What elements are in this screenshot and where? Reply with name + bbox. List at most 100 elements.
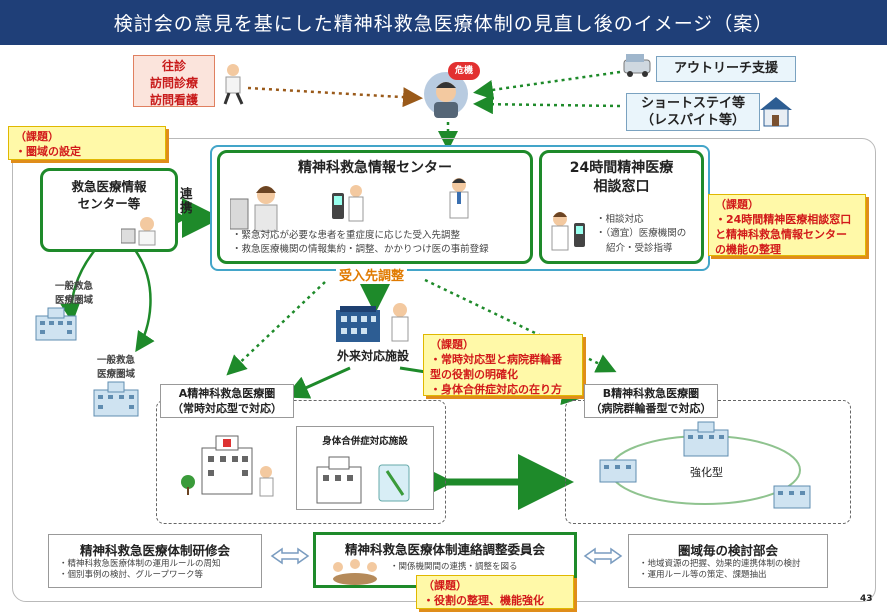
issue-role-organization: （課題） ・役割の整理、機能強化	[416, 575, 574, 609]
physical-complication-icon	[316, 456, 410, 504]
issue-bottom-body: ・役割の整理、機能強化	[423, 593, 544, 607]
home-visit-line-3: 訪問看護	[149, 92, 198, 107]
psych-center-bullets: ・緊急対応が必要な患者を重症度に応じた受入先調整 ・救急医療機関の情報集約・調整…	[232, 229, 528, 258]
doctor-walking-icon	[223, 64, 244, 105]
training-title: 精神科救急医療体制研修会	[79, 543, 230, 558]
home-visit-line-2: 訪問診療	[149, 75, 198, 90]
regional-bullet-1: ・地域資源の把握、効果的連携体制の検討	[639, 559, 801, 569]
area-b-subtitle: （病院群輪番型で対応）	[590, 401, 712, 415]
arrow-training-liaison	[270, 547, 310, 565]
hotline-box: 24時間精神医療 相談窓口 ・相談対応 ・（適宜）医療機関の 紹介・受診指導	[539, 150, 704, 264]
physical-complication-label: 身体合併症対応施設	[322, 436, 408, 447]
arrow-outpatient-to-area-a	[284, 366, 351, 399]
outreach-car-icon	[623, 54, 651, 77]
issue-area-body: ・圏域の設定	[15, 144, 81, 158]
training-bullet-1: ・精神科救急医療体制の運用ルールの周知	[59, 559, 221, 569]
area-b-core-label: 強化型	[690, 466, 723, 479]
general-area-1-label: 一般救急 医療圏域	[54, 281, 93, 307]
clinic-building-icon	[336, 303, 409, 342]
arrow-shortstay-to-patient	[473, 94, 621, 115]
psych-center-bullet-2: ・救急医療機関の情報集約・調整、かかりつけ医の事前登録	[232, 244, 489, 256]
arrow-homevisit-to-patient	[247, 86, 423, 108]
issue-role-clarification: （課題） ・常時対応型と病院群輪番 型の役割の明確化 ・身体合併症対応の在り方	[423, 334, 583, 396]
acceptance-label: 受入先調整	[336, 265, 408, 284]
hotline-bullet-2: ・（適宜）医療機関の	[596, 228, 687, 240]
regional-subcommittee-box: 圏域毎の検討部会 ・地域資源の把握、効果的連携体制の検討 ・運用ルール等の策定、…	[628, 534, 828, 588]
area-b-hospital-left-icon	[599, 459, 637, 483]
hotline-title: 24時間精神医療 相談窓口	[542, 159, 701, 197]
phone-doctor-icon	[332, 185, 364, 222]
training-bullets: ・精神科救急医療体制の運用ルールの周知 ・個別事例の検討、グループワーク等	[49, 559, 261, 582]
emergency-info-center-box: 救急医療情報 センター等	[40, 168, 178, 252]
liaison-bullet-1: ・関係機関間の連携・調整を図る	[390, 562, 518, 572]
hotline-bullets: ・相談対応 ・（適宜）医療機関の 紹介・受診指導	[596, 213, 704, 256]
crisis-badge: 危機	[448, 62, 480, 80]
issue-hotline-head: （課題）	[715, 198, 759, 211]
arrow-outreach-to-patient	[473, 70, 621, 100]
renkei-label: 連携	[180, 186, 193, 216]
regional-bullet-2: ・運用ルール等の策定、課題抽出	[639, 570, 767, 581]
general-area-1-hospital-icon	[34, 306, 78, 342]
issue-mid-line-3: ・身体合併症対応の在り方	[430, 382, 562, 396]
psych-info-center-box: 精神科救急情報センター ・緊急対応が必要な患者を重症度に応じた受入先調整 ・救急…	[217, 150, 533, 264]
shortstay-box: ショートステイ等 （レスパイト等）	[626, 93, 760, 131]
outreach-box: アウトリーチ支援	[656, 56, 796, 82]
area-a-hospital-icon	[181, 435, 274, 497]
area-b-core-hospital-icon	[683, 421, 729, 457]
home-visit-line-1: 往診	[161, 59, 186, 73]
arrow-to-general-area-2	[133, 249, 155, 353]
issue-hotline: （課題） ・24時間精神医療相談窓口 と精神科救急情報センター の機能の整理	[708, 194, 866, 256]
page-number: 43	[860, 594, 873, 604]
shortstay-line-1: ショートステイ等	[640, 96, 745, 111]
area-a-subtitle: （常時対応型で対応）	[172, 401, 282, 415]
general-area-2-hospital-icon	[92, 380, 140, 418]
area-a-title-box: A精神科救急医療圏 （常時対応型で対応）	[160, 384, 294, 418]
slide-title: 検討会の意見を基にした精神科救急医療体制の見直し後のイメージ（案）	[113, 13, 774, 35]
psych-center-title: 精神科救急情報センター	[298, 160, 452, 176]
meeting-people-icon	[333, 559, 377, 585]
area-a-title: A精神科救急医療圏	[178, 387, 276, 400]
arrow-center-to-area-a	[226, 281, 326, 376]
hotline-title-1: 24時間精神医療	[569, 160, 674, 176]
issue-area-setting: （課題） ・圏域の設定	[8, 126, 166, 160]
counselor-phone-icon	[551, 212, 585, 251]
area-b-title: B精神科救急医療圏	[602, 387, 700, 400]
home-visit-box: 往診 訪問診療 訪問看護	[133, 55, 215, 107]
area-b-title-box: B精神科救急医療圏 （病院群輪番型で対応）	[584, 384, 718, 418]
slide-header: 検討会の意見を基にした精神科救急医療体制の見直し後のイメージ（案）	[0, 0, 887, 45]
issue-mid-line-2: 型の役割の明確化	[430, 367, 518, 381]
regional-bullets: ・地域資源の把握、効果的連携体制の検討 ・運用ルール等の策定、課題抽出	[629, 559, 827, 582]
emergency-info-title: 救急医療情報 センター等	[43, 179, 175, 213]
shortstay-line-2: （レスパイト等）	[640, 113, 745, 128]
issue-mid-head: （課題）	[430, 338, 474, 351]
house-icon	[760, 97, 792, 127]
outpatient-label: 外来対応施設	[337, 349, 410, 363]
training-box: 精神科救急医療体制研修会 ・精神科救急医療体制の運用ルールの周知 ・個別事例の検…	[48, 534, 262, 588]
distressed-patient-icon	[424, 72, 468, 118]
hotline-bullet-1: ・相談対応	[596, 214, 644, 225]
area-b-hospital-right-icon	[773, 485, 811, 509]
hotline-title-2: 相談窓口	[593, 178, 650, 195]
outreach-label: アウトリーチ支援	[673, 61, 778, 76]
hotline-bullet-3: 紹介・受診指導	[606, 242, 673, 254]
arrow-liaison-regional	[583, 547, 623, 565]
arrow-to-general-area-1	[60, 249, 96, 323]
training-bullet-2: ・個別事例の検討、グループワーク等	[59, 570, 203, 581]
issue-hotline-line-3: の機能の整理	[715, 242, 781, 256]
issue-mid-line-1: ・常時対応型と病院群輪番	[430, 352, 562, 366]
area-a-frame	[156, 400, 446, 524]
patient-crisis: 危機	[418, 62, 480, 124]
outpatient-icon-group	[332, 300, 416, 346]
issue-hotline-line-1: ・24時間精神医療相談窓口	[715, 212, 852, 226]
doctor-icon	[449, 178, 469, 219]
liaison-title: 精神科救急医療体制連絡調整委員会	[344, 542, 545, 557]
issue-area-head: （課題）	[15, 130, 59, 143]
emergency-info-line-1: 救急医療情報	[71, 179, 147, 194]
operator-icon	[121, 217, 156, 246]
physical-complication-box: 身体合併症対応施設	[296, 426, 434, 510]
emergency-info-line-2: センター等	[77, 195, 141, 211]
issue-bottom-head: （課題）	[423, 579, 467, 592]
regional-title: 圏域毎の検討部会	[677, 543, 778, 558]
general-area-2-label: 一般救急 医療圏域	[96, 355, 135, 381]
issue-hotline-line-2: と精神科救急情報センター	[715, 227, 847, 241]
